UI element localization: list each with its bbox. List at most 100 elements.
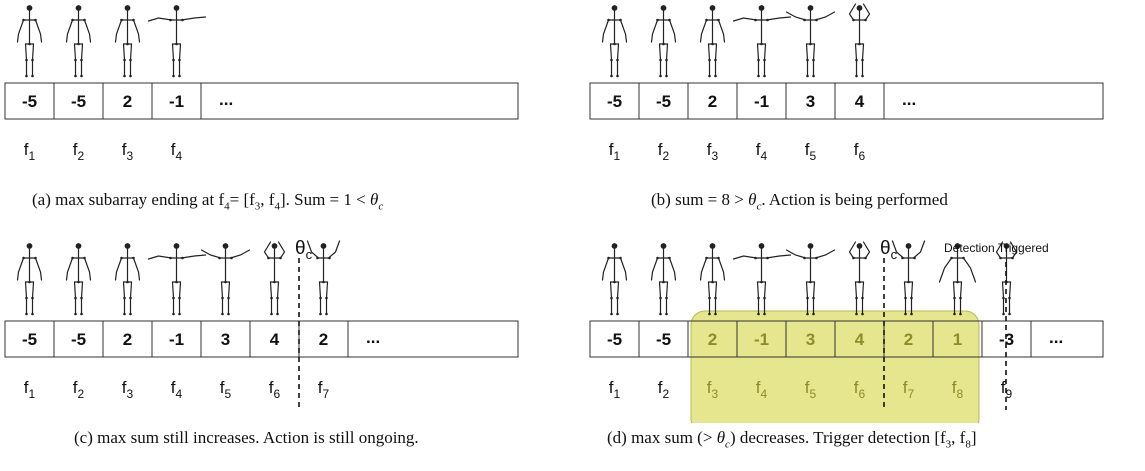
skeleton-joint	[74, 296, 77, 300]
skeleton-joint	[181, 256, 184, 260]
skeleton-figure-2	[65, 5, 92, 78]
score-value-f1: -5	[607, 330, 622, 349]
skeleton-joint	[132, 18, 135, 22]
frame-label-index: 2	[663, 149, 670, 163]
frame-label-letter: f	[854, 140, 859, 159]
skeleton-joint	[616, 312, 619, 316]
skeleton-joint	[120, 256, 123, 260]
skeleton-right-arm	[668, 257, 677, 281]
skeleton-left-arm	[65, 19, 74, 43]
frame-label-f4: f4	[756, 378, 768, 401]
sequence-diagram-a: -5f1-5f22f3-1f4...	[4, 5, 519, 163]
skeleton-joint	[861, 74, 864, 78]
skeleton-joint	[276, 312, 279, 316]
frame-label-index: 3	[712, 149, 719, 163]
skeleton-joint	[616, 74, 619, 78]
skeleton-figure-1	[601, 243, 628, 316]
caption-d-s2: 8	[965, 438, 971, 451]
frame-label-letter: f	[805, 378, 810, 397]
skeleton-joint	[708, 312, 711, 316]
skeleton-joint	[665, 74, 668, 78]
frame-label-index: 5	[810, 149, 817, 163]
skeleton-joint	[757, 312, 760, 316]
skeleton-joint	[812, 312, 815, 316]
score-value-f1: -5	[22, 330, 37, 349]
frame-label-letter: f	[756, 140, 761, 159]
skeleton-joint	[668, 18, 671, 22]
frame-label-index: 7	[323, 387, 330, 401]
skeleton-figure-1	[16, 5, 43, 78]
skeleton-figure-3	[699, 243, 726, 316]
skeleton-joint	[319, 312, 322, 316]
skeleton-joint	[809, 280, 812, 284]
caption-a-s1: 3	[254, 200, 261, 213]
skeleton-joint	[28, 42, 31, 46]
skeleton-joint	[953, 312, 956, 316]
score-value-f4: -1	[754, 330, 769, 349]
skeleton-right-arm	[962, 257, 977, 283]
skeleton-joint	[279, 256, 282, 260]
frame-label-letter: f	[171, 378, 176, 397]
skeleton-joint	[22, 256, 25, 260]
skeleton-joint	[616, 296, 619, 300]
skeleton-joint	[1002, 312, 1005, 316]
skeleton-joint	[855, 58, 858, 62]
ellipsis-cell: ...	[1049, 328, 1063, 347]
skeleton-joint	[616, 58, 619, 62]
skeleton-joint	[766, 18, 769, 22]
skeleton-joint	[806, 312, 809, 316]
skeleton-right-arm	[132, 257, 141, 281]
skeleton-head	[660, 243, 667, 249]
skeleton-joint	[809, 42, 812, 46]
skeleton-joint	[129, 74, 132, 78]
trigger-label: Detection Triggered	[944, 241, 1049, 255]
skeleton-joint	[322, 280, 325, 284]
skeleton-joint	[852, 18, 855, 22]
skeleton-head	[320, 243, 327, 249]
skeleton-joint	[714, 74, 717, 78]
skeleton-joint	[659, 296, 662, 300]
skeleton-left-arm	[114, 257, 123, 281]
skeleton-left-arm	[848, 3, 857, 21]
ellipsis-cell: ...	[219, 90, 233, 109]
score-value-f2: -5	[71, 92, 86, 111]
skeleton-right-arm	[180, 16, 207, 21]
skeleton-joint	[80, 74, 83, 78]
skeleton-joint	[172, 312, 175, 316]
skeleton-head	[758, 5, 765, 11]
skeleton-joint	[123, 296, 126, 300]
skeleton-joint	[1008, 296, 1011, 300]
skeleton-joint	[169, 256, 172, 260]
skeleton-joint	[714, 312, 717, 316]
threshold-label: θc	[880, 238, 898, 262]
score-value-f4: -1	[169, 92, 184, 111]
skeleton-joint	[71, 256, 74, 260]
skeleton-joint	[763, 312, 766, 316]
frame-label-f1: f1	[24, 378, 36, 401]
skeleton-joint	[760, 280, 763, 284]
skeleton-joint	[178, 312, 181, 316]
skeleton-joint	[812, 58, 815, 62]
caption-a-sub: 4	[224, 200, 230, 213]
skeleton-joint	[757, 296, 760, 300]
frame-label-index: 5	[810, 387, 817, 401]
skeleton-joint	[763, 58, 766, 62]
skeleton-joint	[613, 42, 616, 46]
skeleton-joint	[806, 58, 809, 62]
skeleton-right-arm	[668, 19, 677, 43]
skeleton-joint	[270, 312, 273, 316]
skeleton-joint	[613, 280, 616, 284]
frame-label-letter: f	[73, 378, 78, 397]
frame-label-letter: f	[220, 378, 225, 397]
skeleton-left-arm	[650, 257, 659, 281]
skeleton-joint	[806, 74, 809, 78]
skeleton-left-arm	[732, 17, 758, 22]
frame-label-letter: f	[269, 378, 274, 397]
skeleton-head	[709, 5, 716, 11]
skeleton-joint	[607, 18, 610, 22]
score-value-f3: 2	[708, 330, 717, 349]
score-array-box	[4, 320, 519, 358]
caption-a-post: ]. Sum = 1 <	[279, 190, 370, 209]
skeleton-joint	[129, 296, 132, 300]
